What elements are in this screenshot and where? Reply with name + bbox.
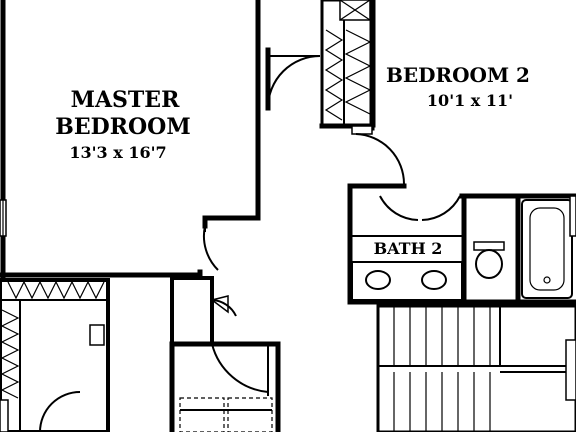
bedroom2-dimensions: 10'1 x 11' [427,91,513,110]
right-window [569,195,576,237]
hall-walls [265,47,321,111]
sink-left [365,270,391,290]
hall-closet [170,276,237,346]
master-door [202,225,219,271]
toilet-tank [473,241,505,251]
bedroom2-walls [347,133,576,305]
bedroom2-closet [319,0,376,135]
sink-right [421,270,447,290]
laundry-area [169,341,281,432]
bath2-fixtures [350,195,573,301]
bedroom2-label: BEDROOM 2 [386,63,530,87]
toilet-bowl [475,249,503,279]
master-bedroom-label-line2: BEDROOM [55,114,190,140]
bath2-label: BATH 2 [374,239,443,258]
left-window [0,199,7,237]
master-closet [0,278,110,432]
master-bedroom-dimensions: 13'3 x 16'7 [69,143,166,162]
master-bedroom-label-line1: MASTER [71,87,180,113]
staircase [376,304,576,432]
